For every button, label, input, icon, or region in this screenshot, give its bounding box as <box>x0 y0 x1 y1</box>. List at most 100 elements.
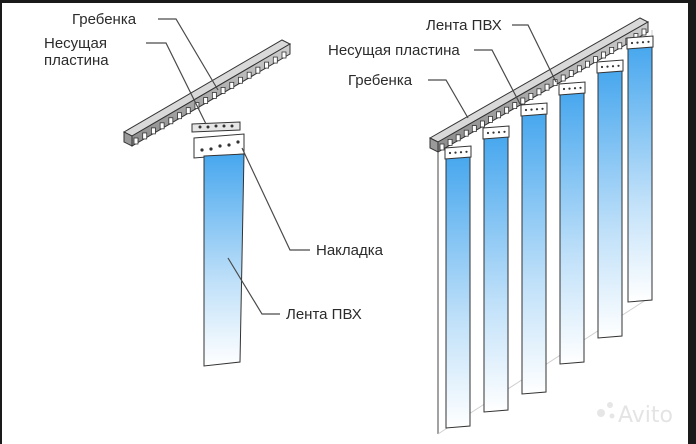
strip-overlay-plate <box>444 145 472 160</box>
comb-tooth <box>576 65 582 73</box>
left-carrier-plate <box>191 121 241 133</box>
left-carrier-label-line1: Несущая <box>44 35 107 52</box>
comb-tooth <box>544 83 550 91</box>
comb-tooth <box>593 56 598 63</box>
comb-tooth <box>496 111 501 119</box>
right-pvc-strips <box>444 35 654 429</box>
comb-tooth <box>281 51 287 59</box>
right-carrier-label: Несущая пластина <box>328 42 460 59</box>
comb-tooth <box>185 107 191 115</box>
comb-tooth <box>133 137 139 145</box>
pvc-strip <box>627 45 653 303</box>
strip-rivet <box>568 87 571 90</box>
strip-rivet <box>492 131 495 134</box>
svg-text:Avito: Avito <box>618 403 673 428</box>
comb-tooth <box>220 87 226 94</box>
comb-tooth <box>264 61 269 69</box>
left-comb-rail <box>122 39 292 147</box>
left-diagram: Гребенка Несущая пластина Накладка Лента… <box>44 11 384 367</box>
comb-tooth <box>463 129 469 137</box>
strip-overlay-plate <box>596 59 624 74</box>
left-pvc-label: Лента ПВХ <box>286 306 362 323</box>
left-comb-leader <box>158 18 219 91</box>
comb-tooth <box>159 122 165 130</box>
strip-rivet <box>497 131 501 134</box>
strip-rivet <box>524 108 528 112</box>
right-pvc-label: Лента ПВХ <box>426 17 502 34</box>
avito-watermark: Avito <box>597 402 673 428</box>
pvc-strip <box>483 135 509 413</box>
pvc-strip <box>559 91 585 365</box>
comb-tooth <box>211 92 217 99</box>
pvc-strip <box>521 112 547 395</box>
strip-rivet <box>454 151 457 154</box>
pvc-strip <box>445 155 471 429</box>
comb-tooth <box>439 143 445 151</box>
left-comb-teeth <box>133 51 287 145</box>
strip-rivet <box>465 150 468 153</box>
strip-rivet <box>579 86 582 89</box>
left-pvc-strip <box>203 153 245 367</box>
comb-tooth <box>229 81 235 89</box>
strip-overlay-plate <box>482 125 510 140</box>
comb-tooth <box>455 134 461 142</box>
comb-tooth <box>272 56 278 64</box>
right-comb-rail <box>428 17 650 153</box>
strip-rivet <box>459 151 463 154</box>
pvc-strip <box>597 69 623 339</box>
comb-tooth <box>151 127 156 135</box>
comb-tooth <box>528 93 534 100</box>
comb-tooth <box>512 102 518 109</box>
strip-rivet <box>611 65 615 68</box>
comb-tooth <box>568 70 574 77</box>
comb-tooth <box>641 28 647 36</box>
strip-rivet <box>636 41 639 44</box>
comb-tooth <box>471 125 477 132</box>
strip-rivet <box>606 65 609 68</box>
frame-right-edge <box>688 0 696 444</box>
frame-top-edge <box>0 0 696 3</box>
comb-tooth <box>447 138 453 146</box>
strip-rivet <box>573 87 577 90</box>
strip-rivet <box>486 131 490 135</box>
strip-overlay-plate <box>558 81 586 96</box>
comb-tooth <box>203 97 209 104</box>
right-comb-label: Гребенка <box>348 72 413 89</box>
comb-tooth <box>479 120 485 128</box>
comb-tooth <box>601 51 606 59</box>
right-carrier-leader <box>474 49 521 105</box>
comb-tooth <box>536 88 542 96</box>
strip-rivet <box>600 65 604 69</box>
strip-rivet <box>535 108 539 111</box>
left-carrier-label-line2: пластина <box>44 52 109 69</box>
comb-tooth <box>585 60 590 68</box>
strip-rivet <box>530 108 533 111</box>
right-pvc-leader <box>512 24 557 83</box>
strip-overlay-plate <box>626 35 654 50</box>
left-comb-label: Гребенка <box>72 11 137 28</box>
left-overlay-plate <box>193 133 245 159</box>
frame-left-edge <box>0 0 2 444</box>
left-pvc-leader <box>227 257 280 315</box>
right-diagram: Лента ПВХ Несущая пластина Гребенка <box>328 17 654 435</box>
comb-tooth <box>246 71 252 79</box>
strip-rivet <box>503 130 506 133</box>
comb-tooth <box>488 116 493 123</box>
comb-tooth <box>238 76 243 84</box>
comb-tooth <box>255 66 261 74</box>
strip-rivet <box>647 40 650 43</box>
comb-tooth <box>504 106 510 114</box>
comb-tooth <box>560 74 566 82</box>
comb-tooth <box>609 47 615 54</box>
strip-rivet <box>641 41 645 44</box>
comb-tooth <box>168 117 174 125</box>
comb-tooth <box>520 97 526 105</box>
left-overlay-leader <box>241 147 310 251</box>
strip-rivet <box>617 64 620 67</box>
comb-tooth <box>142 132 148 140</box>
strip-rivet <box>448 151 452 155</box>
strip-rivet <box>541 107 544 110</box>
right-comb-leader <box>428 79 469 119</box>
strip-overlay-plate <box>520 102 548 117</box>
